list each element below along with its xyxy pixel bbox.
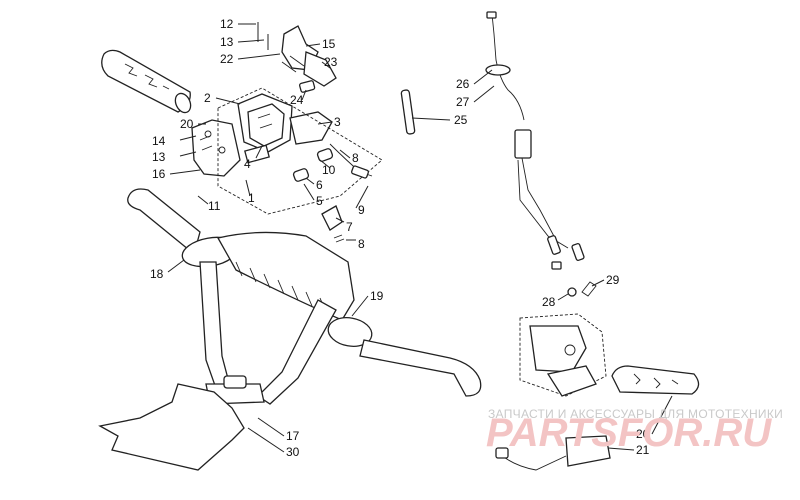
callout-4: 4 (244, 157, 251, 171)
callout-19: 19 (370, 289, 384, 303)
callout-11: 11 (208, 199, 221, 213)
callout-20: 20 (180, 117, 194, 131)
watermark: ЗАПЧАСТИ И АКСЕССУАРЫ ДЛЯ МОТОТЕХНИКИ PA… (486, 407, 783, 455)
callout-20: 20 (636, 427, 650, 441)
callout-17: 17 (286, 429, 300, 443)
callout-12: 12 (220, 17, 234, 31)
callout-13: 13 (220, 35, 234, 49)
small-parts (292, 143, 373, 243)
callout-8: 8 (352, 151, 359, 165)
callout-14: 14 (152, 134, 166, 148)
small-fasteners (567, 281, 597, 297)
callout-25: 25 (454, 113, 468, 127)
callout-8: 8 (358, 237, 365, 251)
cable-assembly (400, 11, 585, 270)
callout-1: 1 (248, 191, 255, 205)
callout-15: 15 (322, 37, 336, 51)
callout-9: 9 (358, 203, 365, 217)
handlebar-bag (98, 383, 245, 471)
callout-23: 23 (324, 55, 338, 69)
assembly-outline (217, 87, 383, 215)
handlebar (127, 188, 482, 405)
switch-housing (191, 93, 333, 177)
callout-30: 30 (286, 445, 300, 459)
callout-21: 21 (636, 443, 650, 457)
watermark-tagline: ЗАПЧАСТИ И АКСЕССУАРЫ ДЛЯ МОТОТЕХНИКИ (488, 407, 783, 421)
right-lever-assembly (495, 313, 700, 471)
callout-24: 24 (290, 93, 304, 107)
callout-3: 3 (334, 115, 341, 129)
callout-7: 7 (346, 220, 353, 234)
callouts: 12 13 22 15 23 24 2 20 14 13 16 11 4 1 3… (150, 17, 650, 459)
callout-29: 29 (606, 273, 620, 287)
callout-16: 16 (152, 167, 166, 181)
callout-18: 18 (150, 267, 164, 281)
callout-27: 27 (456, 95, 470, 109)
callout-6: 6 (316, 178, 323, 192)
lever-bracket (257, 22, 337, 93)
watermark-logo: PARTSFOR.RU (486, 411, 772, 455)
callout-26: 26 (456, 77, 470, 91)
callout-2: 2 (204, 91, 211, 105)
left-grip (101, 49, 192, 114)
callout-13: 13 (152, 150, 166, 164)
callout-22: 22 (220, 52, 234, 66)
callout-28: 28 (542, 295, 556, 309)
callout-10: 10 (322, 163, 336, 177)
callout-5: 5 (316, 194, 323, 208)
leader-lines (167, 23, 673, 453)
